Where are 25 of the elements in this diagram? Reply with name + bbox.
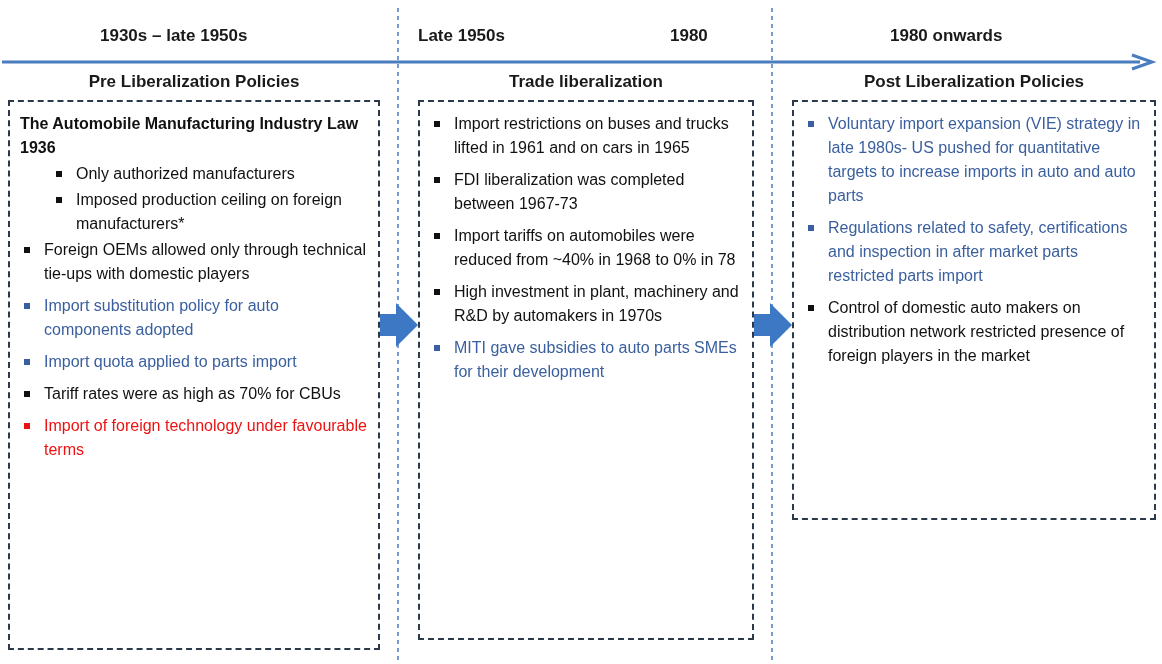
bullet-point: Tariff rates were as high as 70% for CBUs [20, 382, 368, 406]
column-heading: Post Liberalization Policies [862, 72, 1086, 92]
period-label: 1980 [670, 26, 708, 46]
block-arrow [380, 303, 418, 347]
bullet-point: High investment in plant, machinery and R&D by automakers in 1970s [430, 280, 742, 328]
bullet-point: Import tariffs on automobiles were reduced from ~40% in 1968 to 0% in 78 [430, 224, 742, 272]
bullet-point: Import of foreign technology under favourable terms [20, 414, 368, 462]
bullet-point: Import restrictions on buses and trucks lifted in 1961 and on cars in 1965 [430, 112, 742, 160]
bullet-point: Imposed production ceiling on foreign manufacturers* [52, 188, 368, 236]
bullet-point: Voluntary import expansion (VIE) strategy in late 1980s- US pushed for quantitative targets to increase imports in auto and auto parts [804, 112, 1144, 208]
period-label: 1930s – late 1950s [100, 26, 248, 46]
bullet-point: FDI liberalization was completed between 1967-73 [430, 168, 742, 216]
block-arrow [754, 303, 792, 347]
bullet-point: Foreign OEMs allowed only through technical tie-ups with domestic players [20, 238, 368, 286]
section-heading: The Automobile Manufacturing Industry Law 1936 [20, 114, 360, 158]
bullet-point: Regulations related to safety, certifications and inspection in after market parts restricted parts import [804, 216, 1144, 288]
bullet-point: MITI gave subsidies to auto parts SMEs for their development [430, 336, 742, 384]
bullet-point: Import quota applied to parts import [20, 350, 368, 374]
period-label: 1980 onwards [890, 26, 1003, 46]
bullet-point: Import substitution policy for auto components adopted [20, 294, 368, 342]
column-heading: Pre Liberalization Policies [87, 72, 301, 92]
column-heading: Trade liberalization [508, 72, 664, 92]
bullet-point: Only authorized manufacturers [52, 162, 368, 186]
bullet-point: Control of domestic auto makers on distribution network restricted presence of foreign players in the market [804, 296, 1144, 368]
period-label: Late 1950s [418, 26, 505, 46]
